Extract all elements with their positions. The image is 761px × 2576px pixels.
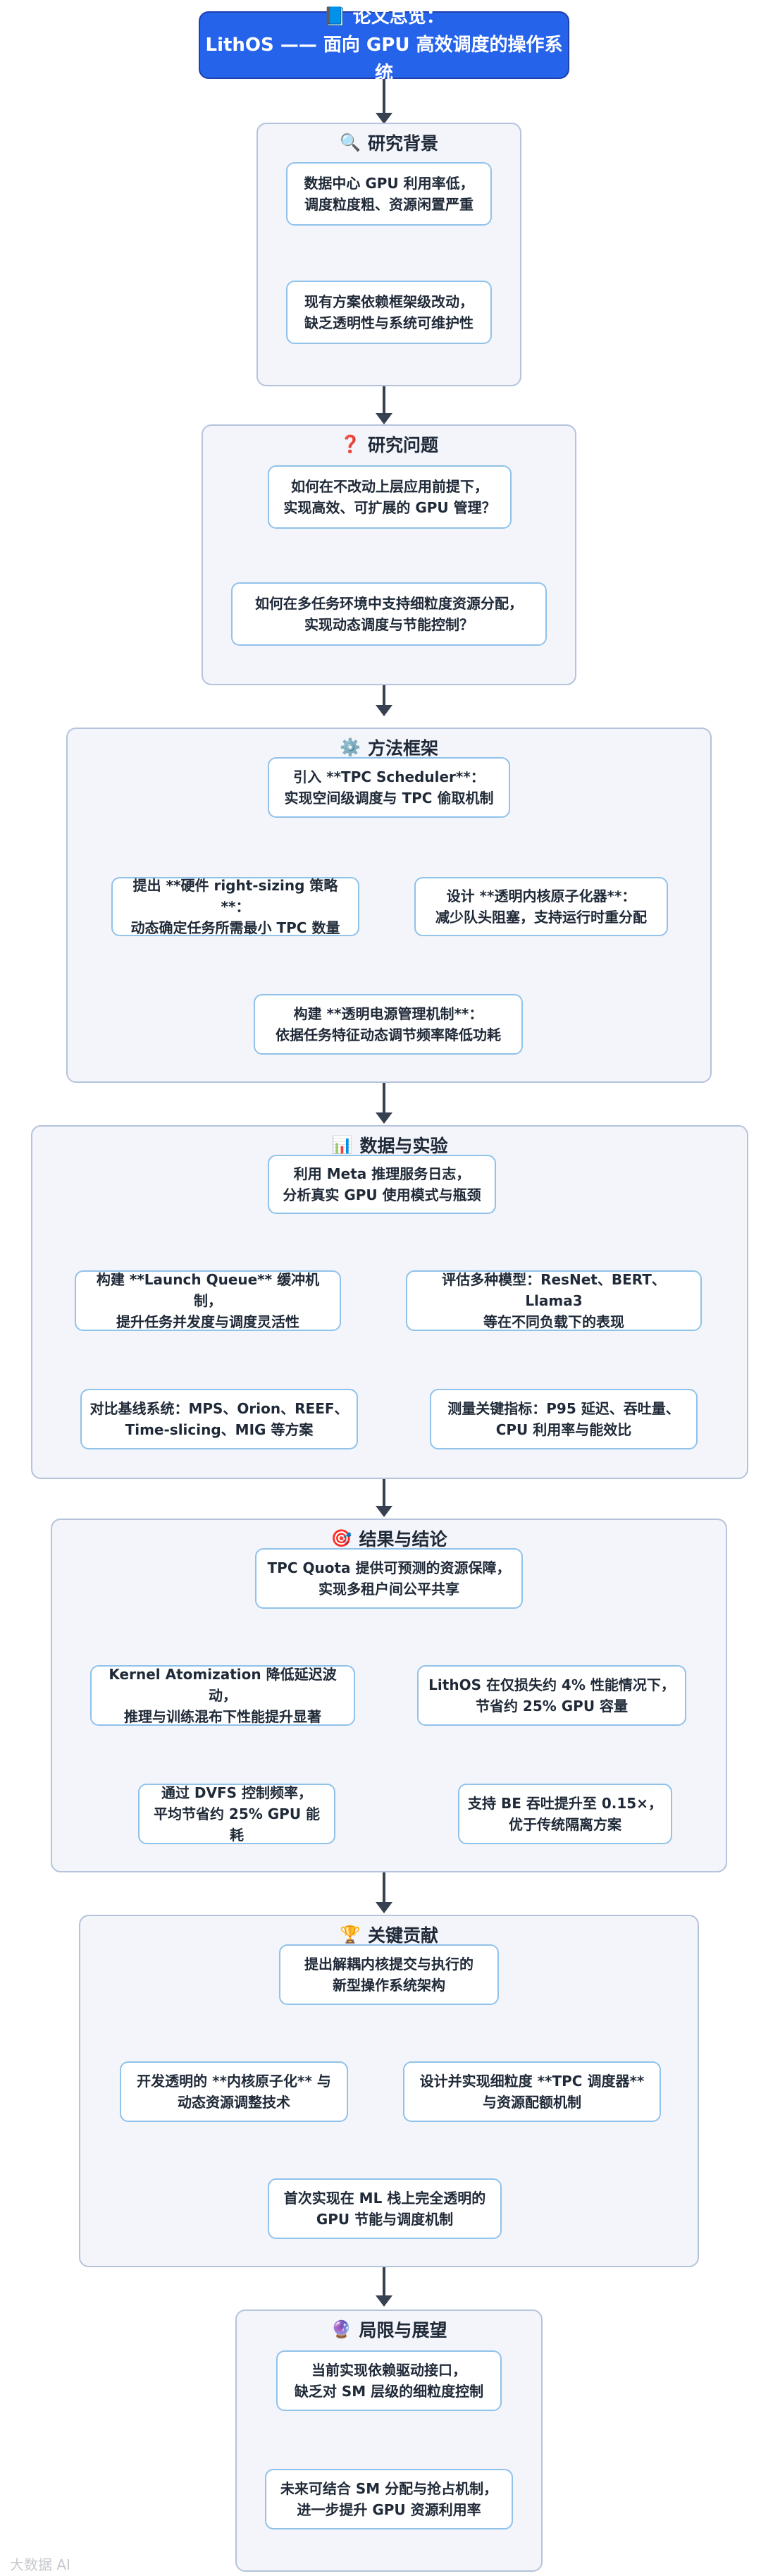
diagram-title: 📘 论文总览： LithOS —— 面向 GPU 高效调度的操作系统 — [199, 6, 569, 84]
flow-arrow — [376, 1083, 392, 1124]
section-heading: 🎯 结果与结论 — [330, 1528, 447, 1550]
gear-icon: ⚙️ — [340, 737, 361, 757]
flow-node: 未来可结合 SM 分配与抢占机制， 进一步提升 GPU 资源利用率 — [265, 2469, 513, 2529]
flow-node: 设计 **透明内核原子化器**： 减少队头阻塞，支持运行时重分配 — [414, 877, 668, 936]
flow-node: 提出 **硬件 right-sizing 策略**： 动态确定任务所需最小 TP… — [111, 877, 359, 936]
section-heading: ❓ 研究问题 — [340, 434, 438, 455]
section-limitations-outlook: 🔮 局限与展望 — [235, 2310, 543, 2572]
flow-node: 当前实现依赖驱动接口， 缺乏对 SM 层级的细粒度控制 — [276, 2350, 502, 2411]
flow-node: 首次实现在 ML 栈上完全透明的 GPU 节能与调度机制 — [268, 2178, 502, 2239]
flow-node: 测量关键指标：P95 延迟、吞吐量、 CPU 利用率与能效比 — [430, 1389, 698, 1449]
flow-arrow — [376, 1872, 392, 1913]
crystal-ball-icon: 🔮 — [330, 2319, 352, 2339]
flow-arrow — [376, 2267, 392, 2307]
flow-node: 评估多种模型：ResNet、BERT、Llama3 等在不同负载下的表现 — [406, 1270, 702, 1331]
book-icon: 📘 — [323, 6, 347, 27]
question-icon: ❓ — [340, 434, 361, 454]
watermark: 大数据 AI — [10, 2556, 70, 2573]
flow-node: TPC Quota 提供可预测的资源保障， 实现多租户间公平共享 — [255, 1548, 523, 1609]
flow-node: 开发透明的 **内核原子化** 与 动态资源调整技术 — [120, 2061, 348, 2122]
title-line-1: 论文总览： — [352, 6, 445, 27]
bar-chart-icon: 📊 — [331, 1135, 353, 1155]
title-line-2: LithOS —— 面向 GPU 高效调度的操作系统 — [205, 35, 563, 84]
flow-node: 对比基线系统：MPS、Orion、REEF、 Time-slicing、MIG … — [80, 1389, 358, 1449]
flow-node: 如何在不改动上层应用前提下， 实现高效、可扩展的 GPU 管理？ — [268, 465, 512, 529]
flow-node: 设计并实现细粒度 **TPC 调度器** 与资源配额机制 — [403, 2061, 661, 2122]
section-heading: 🏆 关键贡献 — [340, 1925, 438, 1946]
flow-arrow — [376, 386, 392, 424]
magnifier-icon: 🔍 — [340, 133, 361, 152]
flow-node: 利用 Meta 推理服务日志， 分析真实 GPU 使用模式与瓶颈 — [268, 1155, 496, 1214]
flow-node: Kernel Atomization 降低延迟波动， 推理与训练混布下性能提升显… — [90, 1665, 355, 1726]
section-research-questions: ❓ 研究问题 — [202, 424, 576, 685]
flow-node: 现有方案依赖框架级改动， 缺乏透明性与系统可维护性 — [286, 281, 492, 344]
flow-node: 构建 **Launch Queue** 缓冲机制， 提升任务并发度与调度灵活性 — [75, 1270, 341, 1331]
flow-node: 数据中心 GPU 利用率低， 调度粒度粗、资源闲置严重 — [286, 162, 492, 226]
section-heading: 📊 数据与实验 — [331, 1135, 448, 1156]
flow-node: 支持 BE 吞吐提升至 0.15×， 优于传统隔离方案 — [458, 1784, 672, 1844]
flow-arrow — [376, 685, 392, 716]
flow-node: 通过 DVFS 控制频率， 平均节省约 25% GPU 能耗 — [138, 1784, 335, 1844]
trophy-icon: 🏆 — [340, 1925, 361, 1944]
section-heading: ⚙️ 方法框架 — [340, 737, 438, 759]
section-heading: 🔮 局限与展望 — [330, 2319, 447, 2341]
flow-node: 引入 **TPC Scheduler**： 实现空间级调度与 TPC 偷取机制 — [268, 757, 510, 818]
section-heading: 🔍 研究背景 — [340, 133, 438, 154]
flow-node: 构建 **透明电源管理机制**： 依据任务特征动态调节频率降低功耗 — [254, 994, 523, 1055]
flow-arrow — [376, 79, 392, 124]
target-icon: 🎯 — [330, 1528, 352, 1548]
flow-node: 提出解耦内核提交与执行的 新型操作系统架构 — [279, 1944, 499, 2005]
flow-arrow — [376, 1479, 392, 1517]
flow-node: LithOS 在仅损失约 4% 性能情况下， 节省约 25% GPU 容量 — [417, 1665, 686, 1726]
flow-node: 如何在多任务环境中支持细粒度资源分配， 实现动态调度与节能控制？ — [231, 582, 547, 646]
